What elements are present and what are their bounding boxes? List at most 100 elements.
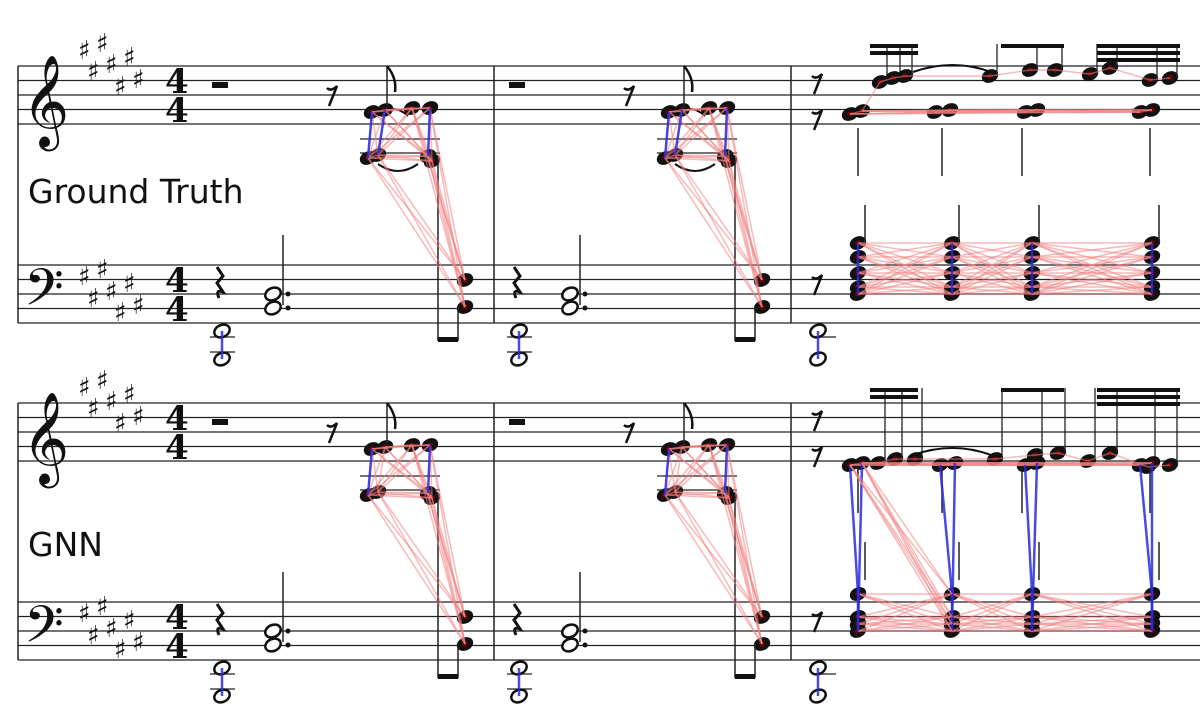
edge-red [1036, 462, 1141, 466]
time-signature-bottom: 4 [165, 91, 189, 131]
edge-red [431, 497, 466, 645]
edge-blue [1030, 462, 1039, 632]
edge-red [1031, 593, 1153, 632]
beam [870, 51, 918, 55]
edge-red [728, 497, 763, 645]
tie [912, 447, 992, 456]
time-signature-bottom: 4 [165, 627, 189, 667]
eighth-rest-icon [623, 422, 636, 444]
edge-red [1031, 616, 1153, 632]
sharp-icon: ♯ [96, 29, 109, 59]
edge-red [429, 107, 466, 281]
edge-red [857, 242, 953, 288]
time-signature-top: 4 [165, 399, 189, 439]
edge-red [367, 444, 413, 496]
sharp-icon: ♯ [87, 284, 100, 314]
beam [1097, 58, 1180, 62]
sharp-icon: ♯ [78, 262, 91, 292]
tie [912, 64, 992, 73]
edge-red [664, 444, 710, 496]
edge-red [949, 109, 1026, 113]
edge-red [674, 491, 730, 499]
edge-red [367, 157, 466, 281]
edge-red [951, 256, 1033, 288]
notehead [264, 286, 282, 302]
edge-red [951, 593, 1033, 632]
edge-red [849, 110, 863, 115]
sharp-icon: ♯ [78, 36, 91, 66]
edge-red [951, 616, 1033, 632]
edge-red [664, 107, 710, 159]
tie [674, 163, 716, 172]
edge-red [1031, 242, 1153, 295]
edge-red [857, 256, 953, 288]
sharp-icon: ♯ [123, 269, 136, 299]
notehead [561, 623, 579, 639]
edge-blue [856, 462, 864, 632]
eighth-rest-icon [623, 85, 636, 107]
edge-red [1149, 77, 1171, 81]
edge-red [367, 446, 386, 496]
notehead [264, 623, 282, 639]
edge-red [1057, 452, 1089, 462]
sharp-icon: ♯ [105, 614, 118, 644]
edge-red [1031, 242, 1153, 288]
edge-red [664, 494, 763, 618]
edge-red [861, 110, 936, 113]
dot [285, 628, 291, 634]
edge-red [857, 616, 953, 632]
edge-red [1031, 272, 1153, 295]
edge-red [1024, 109, 1038, 113]
beam [1001, 388, 1064, 392]
edge-red [377, 491, 429, 494]
sharp-icon: ♯ [123, 43, 136, 73]
edge-red [411, 444, 466, 618]
quarter-rest-icon [215, 266, 227, 299]
quarter-rest-icon [215, 603, 227, 636]
sharp-icon: ♯ [132, 65, 145, 95]
edge-red [1031, 593, 1153, 625]
edge-blue [950, 462, 957, 632]
edge-red [726, 444, 763, 645]
edge-red [708, 444, 763, 645]
edge-red [664, 109, 683, 159]
edge-red [857, 593, 953, 618]
tie [377, 163, 419, 172]
edge-red [674, 444, 728, 493]
edge-red [377, 491, 466, 618]
dot [285, 642, 291, 648]
edge-red [674, 491, 763, 645]
edge-red [951, 593, 1033, 618]
beam [870, 388, 918, 392]
dot [582, 291, 588, 297]
edge-red [674, 491, 763, 618]
dot [285, 291, 291, 297]
edge-red [1034, 452, 1059, 456]
sharp-icon: ♯ [96, 366, 109, 396]
flag [386, 402, 397, 430]
edge-red [367, 157, 466, 308]
edge-red [954, 462, 1026, 466]
dot [582, 628, 588, 634]
edge-red [411, 444, 466, 645]
treble-clef-icon: 𝄞 [22, 54, 69, 151]
edge-red [377, 154, 466, 308]
edge-red [994, 454, 1036, 460]
edge-red [861, 462, 953, 632]
edge-red [664, 494, 763, 645]
edge-red [1054, 69, 1091, 75]
edge-red [951, 242, 1033, 295]
edge-red [664, 157, 763, 308]
edge-red [857, 616, 953, 625]
beam [1001, 44, 1064, 48]
edge-red [951, 593, 1033, 625]
half-rest-icon [509, 82, 525, 88]
eighth-rest-icon [326, 422, 339, 444]
quarter-rest-icon [512, 603, 524, 636]
edge-red [664, 157, 763, 281]
beam [735, 337, 755, 342]
notehead [264, 637, 282, 653]
edge-red [939, 462, 956, 466]
